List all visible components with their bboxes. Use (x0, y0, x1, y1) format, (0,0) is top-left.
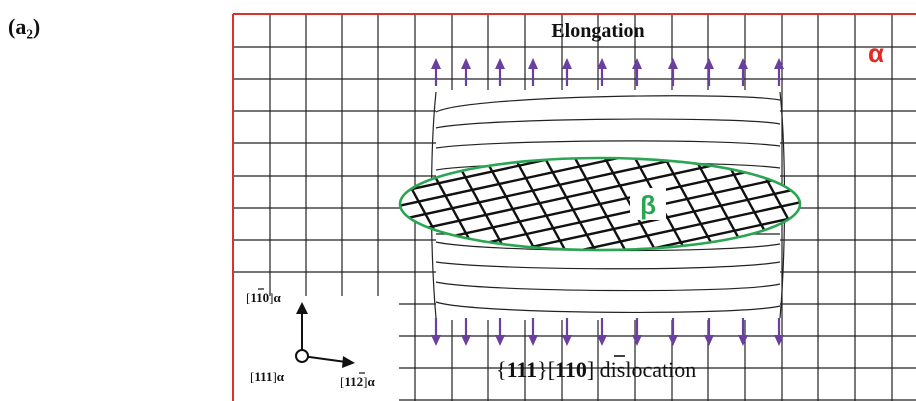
down-arrow-head (528, 335, 538, 346)
down-arrow-head (431, 335, 441, 346)
up-arrow-head (431, 58, 441, 69)
up-arrow-head (738, 58, 748, 69)
strain-line-upper (435, 140, 781, 149)
down-arrow-head (461, 335, 471, 346)
axis-vertical-label: [110]α (246, 290, 281, 305)
up-arrow-head (774, 58, 784, 69)
dislocation-plane: 111 (507, 357, 538, 382)
beta-lattice-line-b (120, 94, 240, 314)
beta-precipitate: β (120, 94, 802, 314)
dislocation-dir-bar-1: 1 (565, 357, 576, 382)
strain-line-lower (435, 261, 781, 270)
beta-lattice-line-b (400, 158, 482, 250)
dislocation-dir-0: 0 (576, 357, 587, 382)
beta-lattice-line-a (400, 158, 800, 240)
up-arrow-head (461, 58, 471, 69)
axis-horizontal-arrowhead (342, 356, 355, 368)
beta-lattice-line-b (718, 158, 800, 250)
beta-lattice-line-a (400, 158, 800, 212)
beta-lattice-line-a (400, 196, 800, 250)
beta-outline (398, 156, 802, 252)
axis-vertical-arrowhead (296, 302, 308, 314)
elongation-arrows-bottom (431, 318, 784, 346)
axis-horizontal-label: [112]α (340, 374, 375, 389)
beta-lattice-line-b (400, 158, 512, 250)
axis-horizontal-line (301, 355, 347, 363)
dislocation-dir-open: [ (548, 357, 555, 382)
elongation-arrows-top (431, 58, 784, 86)
down-arrow-head (632, 335, 642, 346)
beta-lattice-line-a (400, 168, 800, 250)
dislocation-label: {111}[110] dislocation (496, 355, 696, 382)
dislocation-dir-close: ] (587, 357, 594, 382)
beta-lattice-line-b (418, 158, 542, 250)
dislocation-brace-open: { (496, 357, 507, 382)
axis-origin-label: [111]α (250, 369, 285, 384)
beta-lattice-line-a (400, 158, 800, 198)
down-arrow-head (597, 335, 607, 346)
dislocation-word: dislocation (594, 357, 696, 382)
panel-label: (a₂) (8, 14, 40, 39)
strain-line-upper (435, 95, 781, 113)
strain-line-lower (435, 281, 781, 292)
strain-line-upper (435, 118, 781, 129)
up-arrow-head (704, 58, 714, 69)
beta-label-bg (630, 188, 666, 220)
strain-line-lower (435, 301, 781, 313)
up-arrow-head (528, 58, 538, 69)
matrix-frame (232, 13, 916, 401)
beta-lattice-line-b (688, 158, 800, 250)
dislocation-brace-close: } (537, 357, 548, 382)
up-arrow-head (668, 58, 678, 69)
axis-legend-box (233, 296, 399, 401)
beta-lattice-line-b (658, 158, 782, 250)
beta-lattice-line-b (508, 158, 632, 250)
down-arrow-head (668, 335, 678, 346)
alpha-phase-label: α (868, 38, 884, 68)
svg-text:{111}[110] dislocation: {111}[110] dislocation (496, 357, 696, 382)
dislocation-dir-1: 1 (555, 357, 565, 382)
up-arrow-head (495, 58, 505, 69)
up-arrow-head (562, 58, 572, 69)
up-arrow-head (597, 58, 607, 69)
down-arrow-head (562, 335, 572, 346)
beta-lattice-line-b (538, 158, 662, 250)
down-arrow-head (738, 335, 748, 346)
down-arrow-head (704, 335, 714, 346)
beta-lattice-line-b (628, 158, 752, 250)
beta-phase-label: β (640, 190, 656, 220)
down-arrow-head (774, 335, 784, 346)
elongation-label: Elongation (551, 20, 644, 42)
up-arrow-head (632, 58, 642, 69)
beta-lattice-line-b (448, 158, 572, 250)
axis-origin-circle (295, 349, 309, 363)
beta-lattice-line-b (478, 158, 602, 250)
down-arrow-head (495, 335, 505, 346)
crystal-axes: [110]α [111]α [112]α (246, 288, 375, 389)
beta-lattice-line-a (400, 210, 800, 250)
